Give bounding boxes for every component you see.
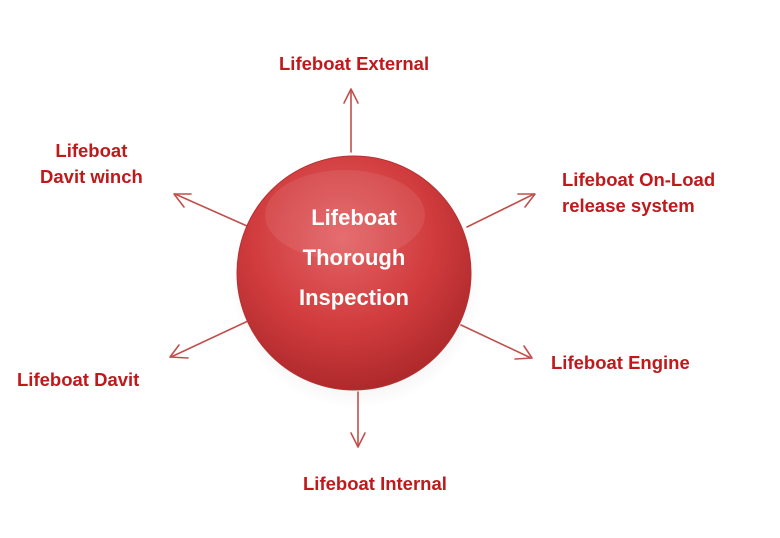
- node-lifeboat-davit-winch-label-2: Davit winch: [40, 166, 143, 187]
- node-lifeboat-internal: Lifeboat Internal: [303, 471, 447, 497]
- arrow-davit-winch: [173, 193, 248, 227]
- node-lifeboat-engine: Lifeboat Engine: [551, 350, 690, 376]
- node-lifeboat-onload-label-2: release system: [562, 195, 695, 216]
- node-lifeboat-onload-label-1: Lifeboat On-Load: [562, 169, 716, 190]
- node-lifeboat-internal-label: Lifeboat Internal: [303, 473, 447, 494]
- center-title-line2: Thorough: [302, 245, 406, 270]
- arrow-engine: [460, 324, 533, 360]
- center-title-line3: Inspection: [298, 285, 409, 310]
- node-lifeboat-davit-winch: Lifeboat Davit winch: [40, 138, 143, 190]
- arrow-internal: [350, 391, 366, 448]
- center-title: Lifeboat Thorough Inspection: [254, 198, 454, 318]
- node-lifeboat-davit-label: Lifeboat Davit: [17, 369, 140, 390]
- arrow-onload: [466, 193, 536, 228]
- center-title-line1: Lifeboat: [311, 205, 397, 230]
- arrows: [169, 88, 536, 448]
- node-lifeboat-engine-label: Lifeboat Engine: [551, 352, 690, 373]
- center-circle-highlight: [265, 170, 425, 260]
- node-lifeboat-davit-winch-label-1: Lifeboat: [55, 140, 128, 161]
- node-lifeboat-external: Lifeboat External: [279, 51, 429, 77]
- arrow-davit: [169, 320, 249, 359]
- center-circle: [236, 155, 472, 391]
- node-lifeboat-davit: Lifeboat Davit: [17, 367, 139, 393]
- node-lifeboat-external-label: Lifeboat External: [279, 53, 430, 74]
- arrow-external: [343, 88, 359, 153]
- node-lifeboat-onload: Lifeboat On-Load release system: [562, 167, 715, 219]
